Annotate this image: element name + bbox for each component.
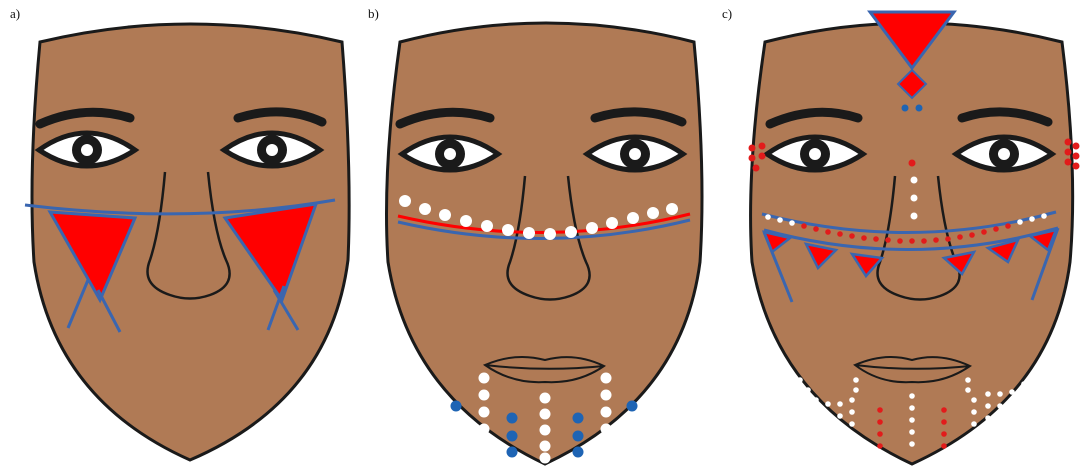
face-a — [25, 24, 349, 460]
face-b — [387, 23, 703, 464]
face-c — [749, 12, 1080, 464]
